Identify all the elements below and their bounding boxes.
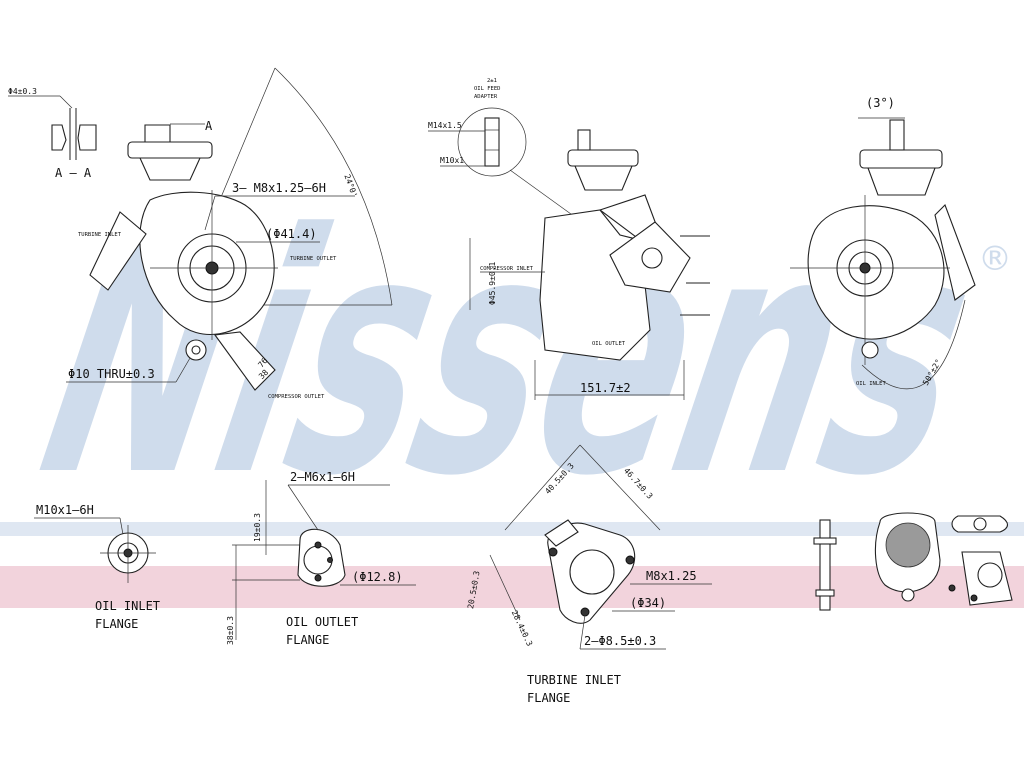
watermark-pink-strip: [0, 566, 1024, 608]
dia128-label: (Φ12.8): [352, 570, 403, 584]
dia459-label: Φ45.9±0.1: [488, 261, 497, 305]
oil-inlet-flange: M10x1–6H OIL INLET FLANGE: [34, 503, 160, 631]
m14-label: M14x1.5: [428, 121, 462, 130]
oil-outlet-flange: 19±0.3 38±0.3 2–M6x1–6H (Φ12.8) OIL OUTL…: [226, 470, 416, 647]
dia4-label: Φ4±0.3: [8, 87, 37, 96]
turbo-rear-view: (3°) OIL INLET 50°±2°: [790, 96, 976, 390]
a-mark: A: [205, 119, 213, 133]
registered-mark: ®: [978, 239, 1012, 279]
compressor-inlet-small-label: COMPRESSOR INLET: [480, 266, 534, 272]
turbine-inlet-flange-line1: TURBINE INLET: [527, 673, 621, 687]
m10-top-label: M10x1: [440, 156, 464, 165]
dim-3-label: (3°): [866, 96, 895, 110]
oil-outlet-flange-line1: OIL OUTLET: [286, 615, 358, 629]
watermark-blue-strip: [0, 522, 1024, 536]
section-aa-detail: Φ4±0.3 A – A: [8, 87, 97, 180]
turbine-inlet-flange-line2: FLANGE: [527, 691, 570, 705]
oil-outlet-flange-line2: FLANGE: [286, 633, 329, 647]
turbine-inlet-small-label: TURBINE INLET: [78, 232, 122, 238]
m6-holes-label: 2–M6x1–6H: [290, 470, 355, 484]
dia85-label: 2–Φ8.5±0.3: [584, 634, 656, 648]
section-aa-label: A – A: [55, 166, 92, 180]
dim-1517-label: 151.7±2: [580, 381, 631, 395]
turbo-front-view: 24°0' A 3– M8x1.25–6H (Φ41.4) TURBINE OU…: [66, 67, 393, 400]
oil-feed-line2: ADAPTER: [474, 94, 498, 100]
turbo-side-view: 2±1 OIL FEED ADAPTER M14x1.5 M10x1 Φ45.9…: [428, 78, 710, 400]
turbine-outlet-small-label: TURBINE OUTLET: [290, 256, 337, 262]
dia10-label: Φ10 THRU±0.3: [68, 367, 155, 381]
dim-38b-label: 38±0.3: [226, 616, 235, 645]
oil-inlet-small-label: OIL INLET: [856, 381, 886, 387]
m10-6h-label: M10x1–6H: [36, 503, 94, 517]
dim-284-label: 28.4±0.3: [510, 609, 535, 648]
oil-feed-title: 2±1: [487, 78, 497, 84]
oil-outlet-small-label: OIL OUTLET: [592, 341, 626, 347]
dim-19-label: 19±0.3: [253, 513, 262, 542]
compressor-outlet-small-label: COMPRESSOR OUTLET: [268, 394, 325, 400]
oil-inlet-flange-line1: OIL INLET: [95, 599, 160, 613]
oil-inlet-flange-line2: FLANGE: [95, 617, 138, 631]
dia34-label: (Φ34): [630, 596, 666, 610]
dia41-label: (Φ41.4): [266, 227, 317, 241]
m8-holes-label: 3– M8x1.25–6H: [232, 181, 326, 195]
oil-feed-line1: OIL FEED: [474, 86, 501, 92]
m8-125-label: M8x1.25: [646, 569, 697, 583]
accessory-parts: [813, 512, 1013, 611]
